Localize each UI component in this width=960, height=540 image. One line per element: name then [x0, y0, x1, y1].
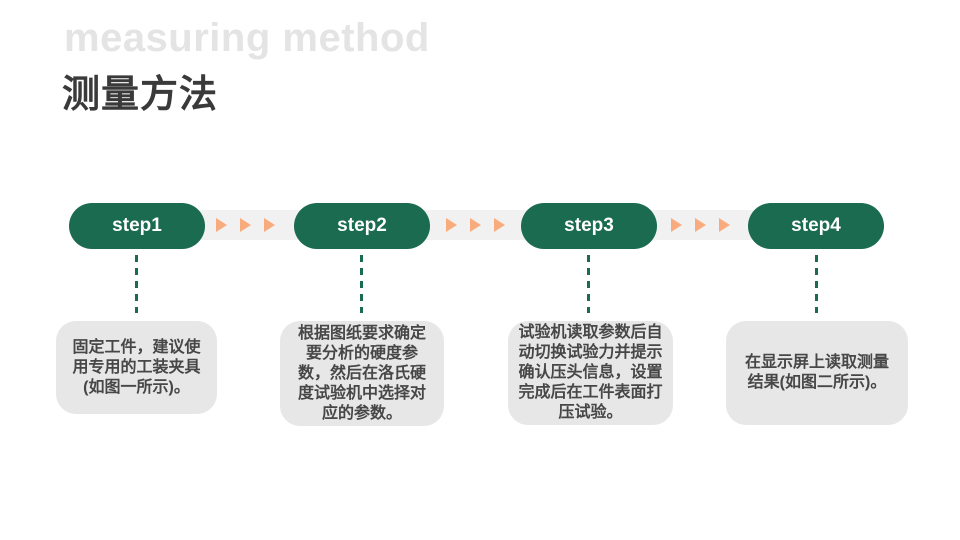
- step-pill-3: step3: [521, 203, 657, 249]
- arrow-group-2: [446, 218, 505, 232]
- step-description-text-2: 根据图纸要求确定 要分析的硬度参 数，然后在洛氏硬 度试验机中选择对 应的参数。: [297, 324, 426, 422]
- dashed-connector-1: [135, 255, 138, 313]
- step-description-text-1: 固定工件，建议使 用专用的工装夹具 (如图一所示)。: [72, 338, 201, 396]
- step-description-card-2: 根据图纸要求确定 要分析的硬度参 数，然后在洛氏硬 度试验机中选择对 应的参数。: [280, 321, 444, 426]
- step-pill-2: step2: [294, 203, 430, 249]
- step-pill-1-label: step1: [112, 215, 162, 236]
- arrow-right-icon: [671, 218, 682, 232]
- step-description-text-3: 试验机读取参数后自 动切换试验力并提示 确认压头信息，设置 完成后在工件表面打 …: [518, 324, 663, 421]
- dashed-connector-2: [360, 255, 363, 313]
- arrow-right-icon: [470, 218, 481, 232]
- arrow-group-3: [671, 218, 730, 232]
- arrow-right-icon: [719, 218, 730, 232]
- slide-title-zh: 测量方法: [62, 74, 219, 116]
- step-pill-2-label: step2: [337, 215, 387, 236]
- step-pill-4: step4: [748, 203, 884, 249]
- step-description-card-1: 固定工件，建议使 用专用的工装夹具 (如图一所示)。: [56, 321, 217, 414]
- step-description-card-3: 试验机读取参数后自 动切换试验力并提示 确认压头信息，设置 完成后在工件表面打 …: [508, 321, 673, 425]
- step-pill-1: step1: [69, 203, 205, 249]
- arrow-right-icon: [494, 218, 505, 232]
- arrow-right-icon: [446, 218, 457, 232]
- step-pill-3-label: step3: [564, 215, 614, 236]
- step-description-card-4: 在显示屏上读取测量 结果(如图二所示)。: [726, 321, 908, 425]
- slide-subtitle-en: measuring method: [64, 16, 430, 60]
- arrow-right-icon: [264, 218, 275, 232]
- dashed-connector-3: [587, 255, 590, 313]
- arrow-right-icon: [695, 218, 706, 232]
- step-description-text-4: 在显示屏上读取测量 结果(如图二所示)。: [744, 354, 889, 391]
- step-pill-4-label: step4: [791, 215, 841, 236]
- arrow-right-icon: [240, 218, 251, 232]
- arrow-right-icon: [216, 218, 227, 232]
- arrow-group-1: [216, 218, 275, 232]
- dashed-connector-4: [815, 255, 818, 313]
